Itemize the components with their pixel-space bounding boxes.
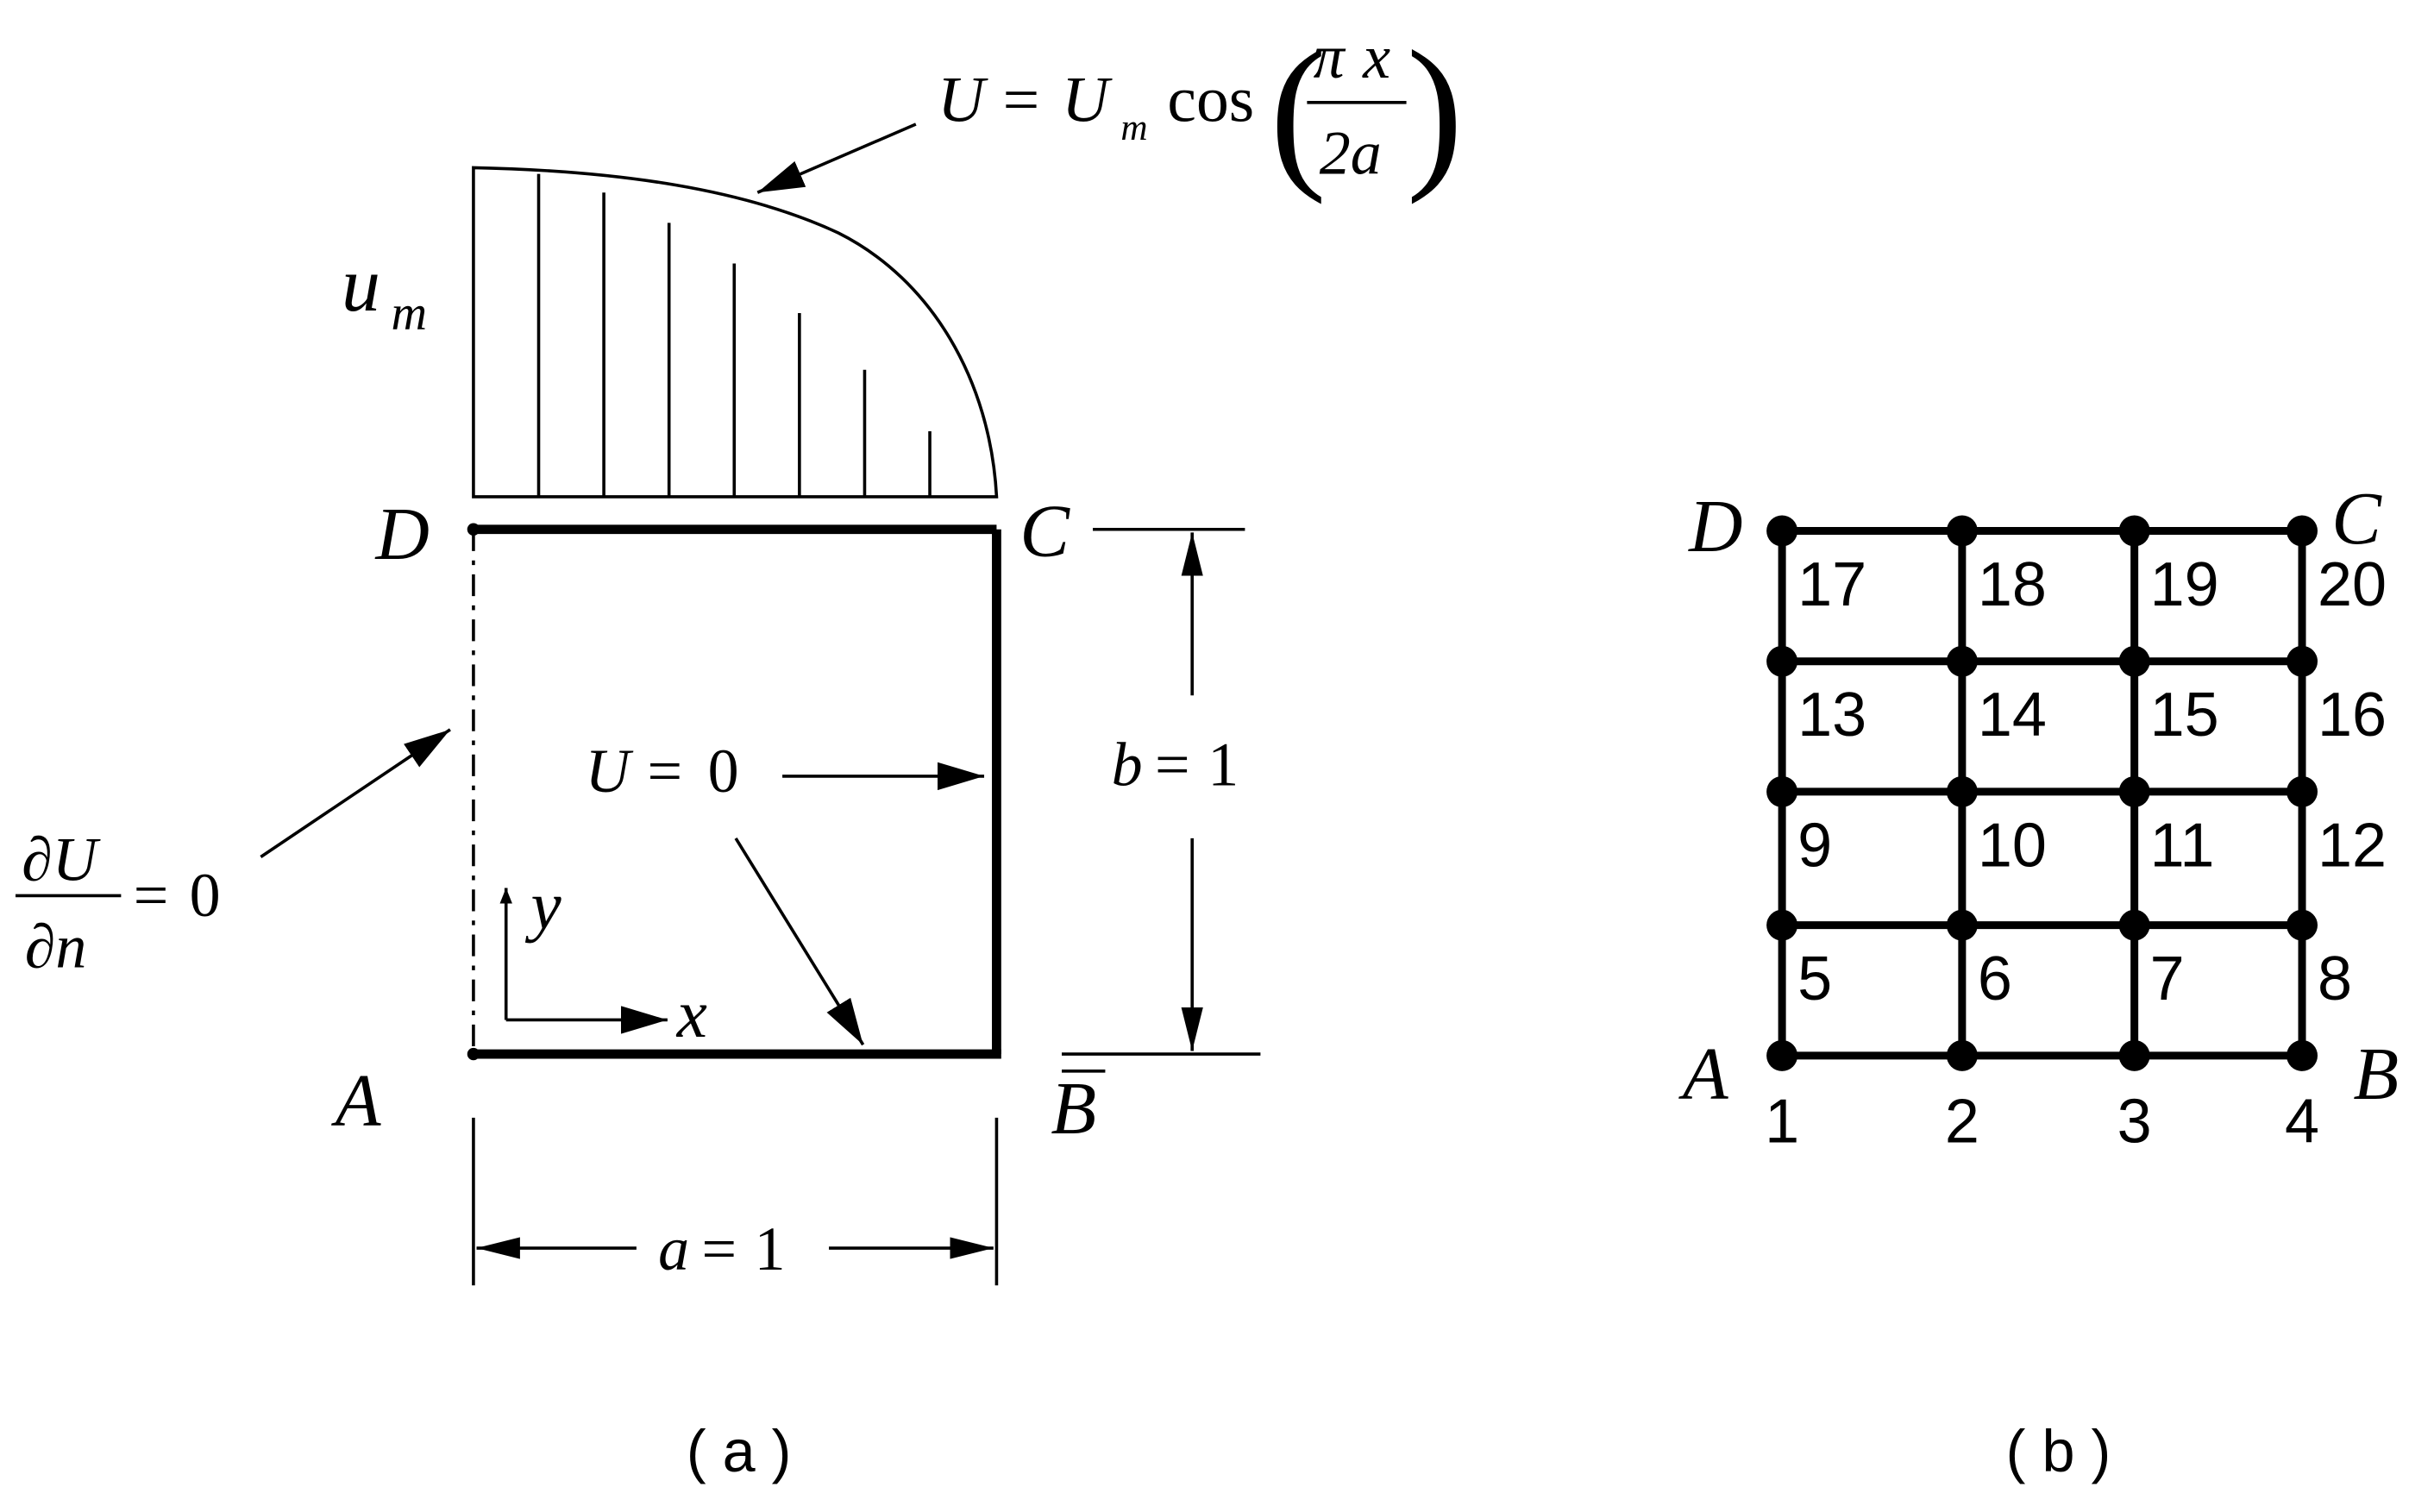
mesh-node-label: 7 — [2150, 944, 2185, 1013]
neumann-denominator: ∂n — [25, 912, 87, 981]
corner-dot-d — [467, 523, 480, 536]
formula-equals: = — [1003, 64, 1040, 135]
mesh-node-label: 1 — [1765, 1088, 1799, 1157]
mesh-node — [1946, 645, 1978, 677]
mesh-node-label: 9 — [1797, 811, 1832, 880]
mesh-node-label: 3 — [2117, 1088, 2152, 1157]
dim-b-var: b — [1112, 731, 1143, 800]
mesh-node — [1766, 515, 1798, 547]
mesh-node — [2118, 1039, 2150, 1071]
corner-label-d: D — [375, 492, 430, 575]
mesh-node — [1946, 775, 1978, 807]
mesh-corner-label-a: A — [1678, 1032, 1729, 1115]
mesh-node — [1766, 775, 1798, 807]
inlet-label: u — [342, 242, 380, 328]
mesh-nodes — [1766, 515, 2318, 1071]
formula-lhs: U — [938, 64, 988, 135]
formula-paren-left: ( — [1270, 16, 1327, 204]
corner-label-b: B — [1051, 1067, 1096, 1150]
neumann-eq: = — [134, 861, 169, 930]
neumann-val: 0 — [190, 861, 221, 930]
mesh-corner-label-b: B — [2353, 1032, 2399, 1115]
formula-pi: π — [1314, 22, 1346, 91]
formula-coef-subscript: m — [1120, 108, 1147, 148]
mesh-node-label: 13 — [1797, 681, 1866, 750]
formula-paren-right: ) — [1407, 16, 1464, 204]
mesh-node-label: 5 — [1797, 944, 1832, 1013]
formula-cos: cos — [1167, 64, 1254, 135]
corner-dot-a — [467, 1047, 480, 1061]
formula-denominator: 2a — [1320, 119, 1382, 188]
profile-curve — [472, 166, 999, 499]
mesh-node-label: 10 — [1978, 811, 2047, 880]
corner-label-a: A — [331, 1059, 382, 1142]
inlet-formula: U = U m cos ( π x 2a ) — [938, 16, 1463, 204]
mesh-node-label: 12 — [2318, 811, 2387, 880]
inlet-label-subscript: m — [392, 286, 428, 341]
mesh-node-label: 17 — [1797, 550, 1866, 619]
wall-condition-eq: = — [647, 737, 682, 806]
mesh-node — [2118, 645, 2150, 677]
mesh-node — [1946, 515, 1978, 547]
mesh-node — [2118, 515, 2150, 547]
wall-condition: U = 0 — [586, 737, 739, 806]
mesh-node — [1766, 1039, 1798, 1071]
dim-b-eq: = — [1155, 731, 1190, 800]
mesh-node-label: 20 — [2318, 550, 2387, 619]
mesh-corner-label-d: D — [1688, 485, 1742, 568]
formula-x: x — [1362, 22, 1390, 91]
axis-x-label: x — [676, 976, 707, 1052]
dim-b-val: 1 — [1208, 731, 1239, 800]
mesh-node-label: 8 — [2318, 944, 2352, 1013]
mesh-node-label: 11 — [2150, 811, 2215, 880]
profile-hatch-lines — [536, 173, 932, 497]
mesh-node — [2287, 645, 2318, 677]
neumann-numerator: ∂U — [22, 825, 101, 894]
neumann-condition: ∂U ∂n = 0 — [15, 825, 221, 981]
mesh-node-label: 14 — [1978, 681, 2047, 750]
mesh-node — [2287, 1039, 2318, 1071]
mesh-node-label: 15 — [2150, 681, 2219, 750]
mesh-node-label: 6 — [1978, 944, 2012, 1013]
wall-condition-val: 0 — [708, 737, 739, 806]
formula-coef: U — [1062, 64, 1113, 135]
mesh-node — [1766, 645, 1798, 677]
wall-arrow-bottom — [734, 837, 865, 1046]
mesh-node-label: 16 — [2318, 681, 2387, 750]
panel-a: u m U = U m cos ( π x 2a ) D C A B — [15, 16, 1464, 1484]
mesh-corner-label-c: C — [2331, 477, 2382, 560]
mesh-node — [1766, 909, 1798, 941]
mesh-node — [1946, 1039, 1978, 1071]
mesh-node — [2287, 909, 2318, 941]
velocity-profile — [472, 166, 999, 499]
neumann-arrow — [260, 728, 451, 858]
mesh-node — [2118, 775, 2150, 807]
corner-label-c: C — [1019, 489, 1070, 572]
axis-y-label: y — [525, 868, 562, 944]
formula-pointer-arrow — [756, 122, 917, 194]
mesh-node — [1946, 909, 1978, 941]
caption-a: ( a ) — [687, 1419, 792, 1484]
caption-b: ( b ) — [2006, 1419, 2111, 1484]
mesh-node-label: 19 — [2150, 550, 2219, 619]
dim-a-val: 1 — [755, 1214, 786, 1283]
mesh-node-label: 2 — [1945, 1088, 1979, 1157]
mesh-node — [2118, 909, 2150, 941]
wall-condition-var: U — [586, 737, 634, 806]
dim-a-eq: = — [701, 1214, 737, 1283]
mesh-node — [2287, 515, 2318, 547]
dim-a-var: a — [658, 1214, 689, 1283]
mesh-node — [2287, 775, 2318, 807]
mesh-node-label: 4 — [2285, 1088, 2319, 1157]
mesh-node-label: 18 — [1978, 550, 2047, 619]
